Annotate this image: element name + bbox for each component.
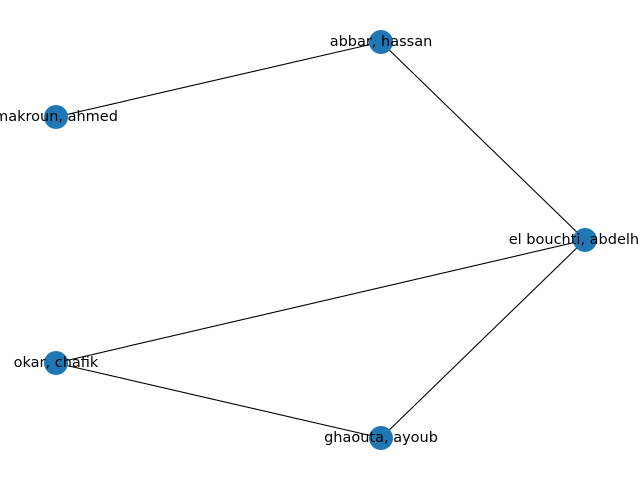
node-label-elbouchti: el bouchti, abdelhadi bbox=[509, 232, 640, 248]
edge-elbouchti-okar bbox=[55, 239, 586, 364]
edges-layer bbox=[55, 41, 586, 439]
node-label-makroun: makroun, ahmed bbox=[0, 109, 118, 125]
node-ghaouta bbox=[369, 426, 393, 450]
node-makroun bbox=[44, 105, 68, 129]
edge-okar-ghaouta bbox=[55, 362, 382, 439]
node-abbar bbox=[369, 30, 393, 54]
node-label-okar: okar, chafik bbox=[14, 355, 99, 371]
node-elbouchti bbox=[573, 228, 597, 252]
nodes-layer bbox=[44, 30, 597, 450]
labels-layer: abbar, hassan makroun, ahmed el bouchti, a… bbox=[0, 34, 640, 446]
edge-elbouchti-ghaouta bbox=[380, 239, 586, 439]
node-okar bbox=[44, 351, 68, 375]
node-label-ghaouta: ghaouta, ayoub bbox=[324, 430, 438, 446]
edge-abbar-elbouchti bbox=[380, 41, 586, 241]
node-label-abbar: abbar, hassan bbox=[330, 34, 433, 50]
edge-abbar-makroun bbox=[55, 41, 382, 118]
